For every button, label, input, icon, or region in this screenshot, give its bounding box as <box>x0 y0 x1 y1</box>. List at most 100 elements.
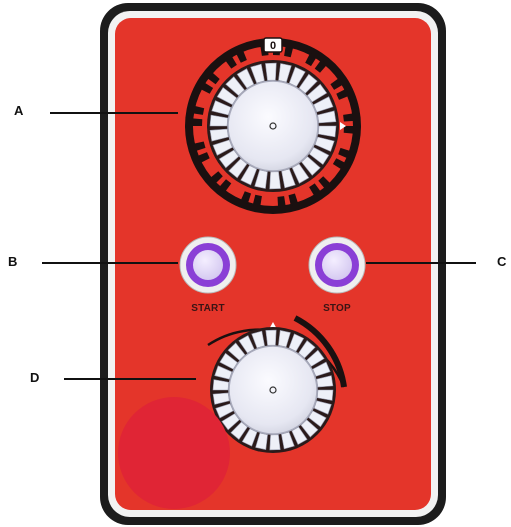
knob-ridge <box>212 139 233 156</box>
knob-ridge <box>216 87 238 105</box>
knob-ridge <box>312 361 331 377</box>
knob-ridge <box>300 419 319 438</box>
knob-ridge <box>308 410 327 428</box>
power-level-arc-thick <box>293 315 347 388</box>
knob-ridge <box>308 147 330 165</box>
timer-scale-marks <box>191 44 355 208</box>
knob-ridge <box>265 62 277 81</box>
knob-ridge <box>281 168 296 189</box>
knob-ridge <box>278 63 292 83</box>
stop-button-face <box>322 250 352 280</box>
callout-label-a: A <box>14 103 24 118</box>
callout-label-c: C <box>497 254 507 269</box>
knob-ridge <box>255 432 268 450</box>
knob-ridge <box>298 73 318 94</box>
timer-knob-center-dot <box>269 122 277 130</box>
knob-ridge <box>316 389 334 401</box>
knob-ridge <box>316 375 334 388</box>
dial-scale-block <box>218 179 232 193</box>
knob-ridge <box>250 63 265 84</box>
timer-zero-mark: 0 <box>270 40 276 52</box>
callout-line-c <box>366 262 476 264</box>
knob-ridge <box>313 96 334 113</box>
timer-knob-face <box>227 80 319 172</box>
timer-zero-tab <box>263 37 283 53</box>
callout-line-b <box>42 262 178 264</box>
dial-scale-block <box>235 49 247 63</box>
knob-ridge <box>236 68 255 89</box>
knob-ridge <box>209 128 229 142</box>
dial-scale-block <box>199 82 214 94</box>
knob-ridge <box>301 156 321 176</box>
callout-line-d <box>64 378 196 380</box>
knob-ridge <box>219 352 238 370</box>
knob-ridge <box>291 426 308 445</box>
dial-scale-block <box>192 105 205 115</box>
knob-ridge <box>269 434 281 451</box>
start-button-face <box>193 250 223 280</box>
timer-knob-ridges <box>209 62 337 190</box>
power-knob[interactable] <box>207 315 347 453</box>
knob-ridge <box>212 392 230 405</box>
knob-ridge <box>317 125 337 138</box>
knob-ridge <box>211 100 232 116</box>
knob-ridge <box>209 114 229 127</box>
knob-ridge <box>240 165 258 186</box>
dial-scale-block <box>318 176 331 190</box>
dial-scale-block <box>314 59 328 73</box>
dial-scale-block <box>288 193 299 206</box>
power-knob-ridges <box>212 329 334 451</box>
dial-scale-block <box>330 77 344 90</box>
dial-scale-block <box>343 113 355 122</box>
start-label: START <box>191 303 225 314</box>
knob-ridge <box>265 329 277 346</box>
knob-ridge <box>314 136 335 152</box>
start-button[interactable] <box>179 236 237 294</box>
knob-ridge <box>227 342 246 361</box>
power-knob-face <box>228 345 318 435</box>
timer-pointer-icon <box>340 122 346 130</box>
knob-ridge <box>230 421 248 440</box>
knob-ridge <box>221 413 240 431</box>
dial-scale-block <box>336 88 350 100</box>
knob-ridge <box>228 158 248 179</box>
knob-ridge <box>291 163 310 184</box>
dial-scale-block <box>277 196 286 208</box>
dial-scale-block <box>209 171 223 184</box>
dial-scale-block <box>305 52 317 67</box>
knob-ridge <box>214 365 233 380</box>
dial-scale-block <box>309 183 322 197</box>
knob-ridge <box>212 379 230 391</box>
knob-ridge <box>254 169 268 189</box>
dial-scale-block <box>284 45 294 58</box>
dial-scale-block <box>196 152 210 164</box>
knob-ridge <box>288 333 305 352</box>
dial-scale-block <box>332 158 347 170</box>
stop-label: STOP <box>323 303 351 314</box>
knob-ridge <box>281 431 295 450</box>
knob-ridge <box>238 335 255 354</box>
stop-button[interactable] <box>308 236 366 294</box>
knob-ridge <box>215 403 234 419</box>
knob-ridge <box>269 171 281 190</box>
knob-ridge <box>288 66 306 87</box>
timer-dial[interactable]: 0 <box>185 37 361 214</box>
knob-ridge <box>225 76 245 96</box>
knob-ridge <box>218 149 240 169</box>
knob-ridge <box>317 110 337 124</box>
dial-scale-block <box>343 126 355 134</box>
dial-scale-block <box>252 194 262 207</box>
callout-label-d: D <box>30 370 40 385</box>
knob-ridge <box>313 400 332 415</box>
knob-ridge <box>278 330 291 348</box>
knob-ridge <box>298 340 316 359</box>
knob-ridge <box>241 428 258 447</box>
knob-ridge <box>306 83 328 103</box>
knob-ridge <box>251 330 265 349</box>
dial-scale-block <box>193 141 206 152</box>
knob-ridge <box>306 349 325 367</box>
power-knob-center-dot <box>269 386 277 394</box>
callout-label-b: B <box>8 254 18 269</box>
dial-scale-block <box>224 55 237 69</box>
